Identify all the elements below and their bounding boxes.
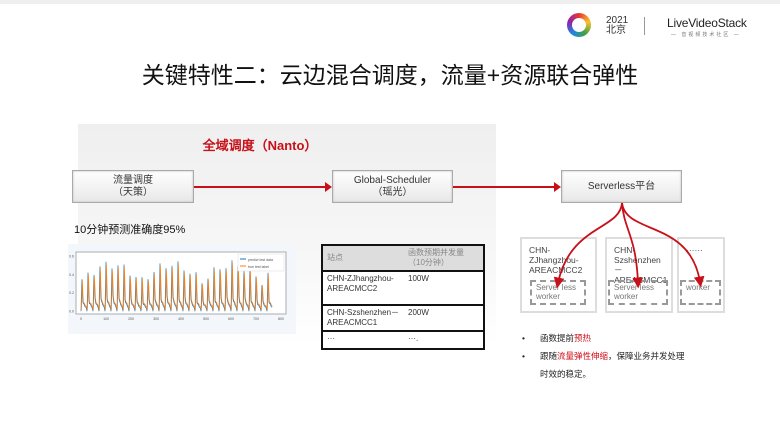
traffic-scheduling-box: 流量调度 （天策） [72, 170, 194, 203]
header-concurrency: 函数预期并发量（10分钟） [404, 245, 484, 271]
cell-site: ··· [322, 330, 404, 349]
x-tick-label: 200 [128, 317, 134, 321]
legend: predict test data true test label [237, 253, 285, 272]
bullet-text: 跟随 [540, 351, 558, 361]
brand-subtitle: — 音视频技术社区 — [671, 32, 741, 38]
cell-value: ···. [404, 330, 484, 349]
prediction-chart: 0 100 200 300 400 500 600 700 800 0.0 0.2 0.4 0.6 pr… [68, 244, 296, 334]
accuracy-label: 10分钟预测准确度95% [74, 224, 186, 236]
cell-site: CHN-ZJhangzhou-AREACMCC2 [322, 270, 404, 305]
bullet-text: 时效的稳定。 [540, 369, 592, 379]
box-label: Serverless平台 [587, 180, 656, 192]
event-year: 2021 [606, 15, 629, 26]
concurrency-table: 站点函数预期并发量（10分钟） CHN-ZJhangzhou-AREACMCC2… [321, 244, 485, 350]
legend-predict: predict test data [248, 258, 273, 262]
cell-site: CHN-Szshenzhen－AREACMCC1 [322, 304, 404, 331]
cell-value: 200W [404, 304, 484, 331]
conference-logo [567, 13, 591, 37]
worker-label: worker [686, 283, 711, 292]
bullet-elastic: •跟随流量弹性伸缩，保障业务并发处理时效的稳定。 [522, 351, 685, 379]
bullet-highlight: 流量弹性伸缩 [557, 351, 609, 361]
site-name: CHN-ZJhangzhou-AREACMCC2 [529, 245, 583, 275]
box-sublabel: （天策） [113, 186, 153, 198]
series-predict [80, 260, 273, 312]
divider [644, 17, 645, 35]
y-tick-label: 0.4 [69, 273, 74, 277]
x-tick-label: 600 [228, 317, 234, 321]
series-true [81, 263, 273, 310]
event-city: 北京 [606, 25, 626, 36]
header-site: 站点 [322, 245, 404, 271]
y-tick-label: 0.2 [69, 291, 74, 295]
arrow [453, 182, 561, 192]
site-name: ······ [686, 245, 703, 255]
y-tick-label: 0.0 [69, 309, 74, 313]
legend-true: true test label [248, 265, 269, 269]
x-tick-label: 400 [178, 317, 184, 321]
dispatch-arrows [553, 202, 705, 289]
x-tick-label: 700 [253, 317, 259, 321]
y-tick-label: 0.6 [69, 255, 74, 259]
box-label: Global-Scheduler [353, 174, 432, 186]
cell-value: 100W [404, 270, 484, 305]
panel-heading: 全域调度（Nanto） [202, 138, 318, 153]
arrow [194, 182, 332, 192]
global-scheduler-box: Global-Scheduler （瑶光） [332, 170, 453, 203]
table-header: 站点函数预期并发量（10分钟） [322, 245, 484, 271]
x-tick-label: 800 [278, 317, 284, 321]
box-label: 流量调度 [113, 174, 153, 186]
box-sublabel: （瑶光） [372, 186, 413, 198]
bullet-text: ，保障业务并发处理 [608, 351, 685, 361]
bullet-text: 函数提前 [540, 333, 575, 343]
bullet-preheat: •函数提前预热 [522, 333, 592, 343]
x-tick-label: 300 [153, 317, 159, 321]
top-bar [0, 0, 780, 4]
x-tick-label: 500 [203, 317, 209, 321]
x-tick-label: 100 [103, 317, 109, 321]
serverless-platform-box: Serverless平台 [561, 170, 682, 203]
bullet-highlight: 预热 [574, 333, 592, 343]
slide-title: 关键特性二：云边混合调度，流量+资源联合弹性 [141, 62, 639, 88]
x-tick-label: 0 [80, 317, 82, 321]
brand-logo: LiveVideoStack [667, 16, 747, 30]
table-row: ······. [322, 330, 484, 349]
